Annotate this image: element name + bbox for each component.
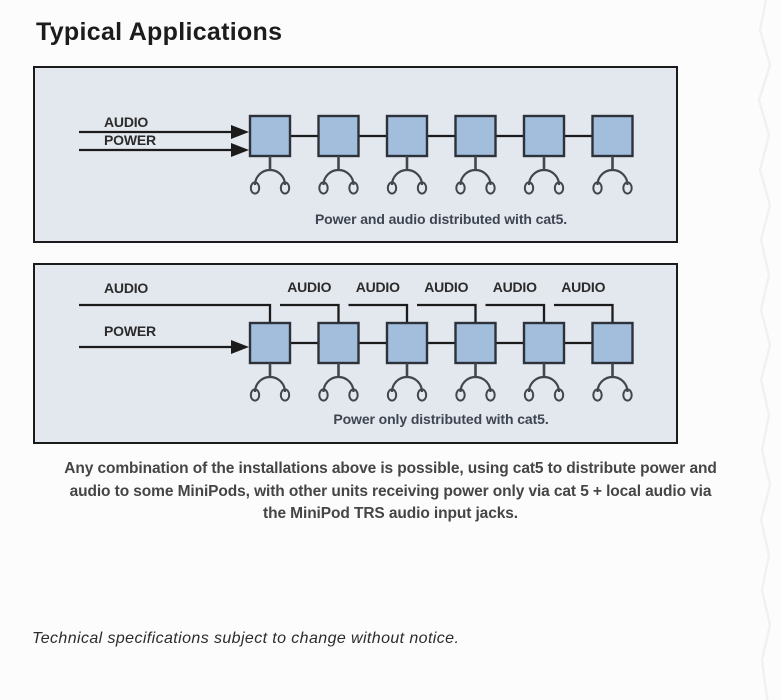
headphone-icon bbox=[455, 388, 466, 402]
headphone-icon bbox=[523, 181, 535, 195]
audio-tap-line bbox=[348, 303, 409, 325]
headphone-icon bbox=[485, 181, 496, 195]
audio-tap-label: AUDIO bbox=[492, 279, 537, 295]
minipod-unit-box bbox=[591, 114, 634, 158]
page-title: Typical Applications bbox=[36, 18, 283, 46]
description-line: Any combination of the installations abo… bbox=[64, 460, 717, 477]
headphone-icon bbox=[553, 388, 565, 402]
daisy-chain-diagram-power-and-audio bbox=[79, 114, 634, 195]
power-arrow-arrowhead bbox=[231, 340, 249, 354]
headphone-icon bbox=[592, 388, 603, 402]
headphone-icon bbox=[253, 375, 287, 393]
headphone-icon bbox=[527, 375, 561, 393]
headphone-icon bbox=[592, 181, 603, 195]
minipod-unit-box bbox=[385, 321, 429, 365]
daisy-chain-diagram-power-only bbox=[79, 303, 634, 402]
headphone-icon bbox=[523, 388, 535, 402]
headphone-icon bbox=[318, 181, 329, 195]
headphone-icon bbox=[249, 388, 261, 402]
minipod-unit-box bbox=[454, 114, 497, 158]
headphone-icon bbox=[416, 388, 428, 402]
diagram1-caption: Power and audio distributed with cat5. bbox=[314, 211, 568, 227]
headphone-icon bbox=[596, 375, 629, 393]
audio-input-label: AUDIO bbox=[104, 114, 149, 130]
headphone-icon bbox=[390, 375, 424, 393]
audio-feed-line bbox=[79, 303, 272, 325]
headphone-icon bbox=[348, 181, 359, 195]
torn-page-edge-decoration bbox=[757, 0, 772, 700]
audio-tap-label: AUDIO bbox=[287, 279, 332, 295]
headphone-icon bbox=[322, 168, 355, 186]
headphone-icon bbox=[455, 181, 466, 195]
audio-tap-label: AUDIO bbox=[561, 279, 606, 295]
headphone-icon bbox=[386, 388, 398, 402]
minipod-unit-box bbox=[385, 114, 429, 158]
audio-tap-line bbox=[554, 303, 614, 325]
headphone-icon bbox=[622, 181, 633, 195]
minipod-unit-box bbox=[248, 321, 292, 365]
audio-tap-label: AUDIO bbox=[355, 279, 400, 295]
audio-tap-label: AUDIO bbox=[424, 279, 469, 295]
diagram-panel-power-only: AUDIO POWER AUDIO AUDIO AUDIO AUDIO AUDIO Po… bbox=[33, 263, 678, 444]
description-text: Any combination of the installations abo… bbox=[18, 458, 763, 526]
power-input-label: POWER bbox=[104, 323, 156, 339]
headphone-icon bbox=[253, 168, 287, 186]
headphone-icon bbox=[485, 388, 496, 402]
minipod-unit-box bbox=[317, 114, 360, 158]
description-line: audio to some MiniPods, with other units… bbox=[69, 482, 712, 500]
headphone-icon bbox=[279, 181, 291, 195]
headphone-icon bbox=[279, 388, 291, 402]
headphone-icon bbox=[416, 181, 428, 195]
audio-arrow-arrowhead bbox=[231, 125, 249, 139]
audio-tap-line bbox=[280, 303, 340, 325]
minipod-unit-box bbox=[522, 321, 566, 365]
headphone-icon bbox=[348, 388, 359, 402]
minipod-unit-box bbox=[591, 321, 634, 365]
minipod-unit-box bbox=[454, 321, 497, 365]
headphone-icon bbox=[459, 375, 492, 393]
audio-tap-line bbox=[485, 303, 546, 325]
footer-note: Technical specifications subject to chan… bbox=[32, 630, 460, 647]
headphone-icon bbox=[622, 388, 633, 402]
headphone-icon bbox=[322, 375, 355, 393]
headphone-icon bbox=[390, 168, 424, 186]
headphone-icon bbox=[596, 168, 629, 186]
power-input-label: POWER bbox=[104, 132, 156, 148]
audio-input-label: AUDIO bbox=[104, 280, 149, 296]
headphone-icon bbox=[249, 181, 261, 195]
minipod-unit-box bbox=[317, 321, 360, 365]
diagram-panel-power-and-audio: AUDIO POWER Power and audio distributed … bbox=[33, 66, 678, 243]
power-arrow-arrowhead bbox=[231, 143, 249, 157]
minipod-unit-box bbox=[248, 114, 292, 158]
headphone-icon bbox=[386, 181, 398, 195]
headphone-icon bbox=[527, 168, 561, 186]
headphone-icon bbox=[553, 181, 565, 195]
headphone-icon bbox=[318, 388, 329, 402]
description-line: the MiniPod TRS audio input jacks. bbox=[263, 505, 518, 522]
diagram2-caption: Power only distributed with cat5. bbox=[333, 411, 549, 427]
audio-tap-line bbox=[417, 303, 477, 325]
minipod-unit-box bbox=[522, 114, 566, 158]
headphone-icon bbox=[459, 168, 492, 186]
